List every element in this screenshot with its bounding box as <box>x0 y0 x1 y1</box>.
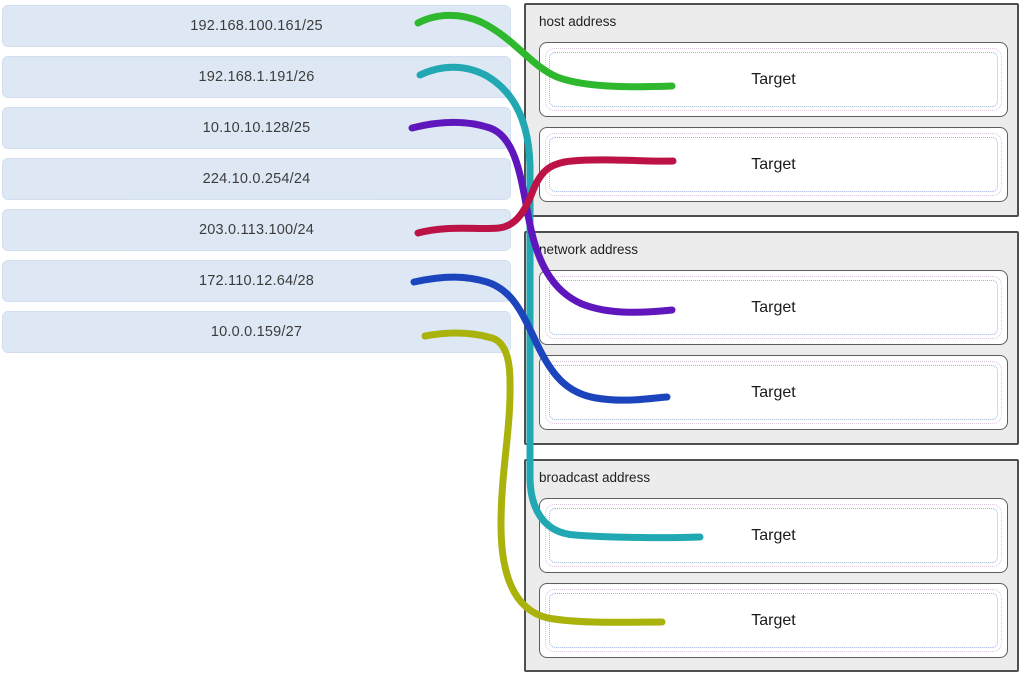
drop-target-broadcast-1[interactable]: Target <box>539 498 1008 573</box>
target-dotted-outline: Target <box>545 133 1002 196</box>
address-item-192-168-100-161[interactable]: 192.168.100.161/25 <box>2 5 511 47</box>
group-broadcast-address: broadcast address Target Target <box>524 459 1019 672</box>
drop-target-host-1[interactable]: Target <box>539 42 1008 117</box>
group-host-address: host address Target Target <box>524 3 1019 217</box>
group-label: host address <box>539 14 617 29</box>
address-item-203-0-113-100[interactable]: 203.0.113.100/24 <box>2 209 511 251</box>
drop-target-network-1[interactable]: Target <box>539 270 1008 345</box>
address-item-224-10-0-254[interactable]: 224.10.0.254/24 <box>2 158 511 200</box>
target-drop-zone: Target <box>549 365 998 420</box>
drop-target-network-2[interactable]: Target <box>539 355 1008 430</box>
drop-target-host-2[interactable]: Target <box>539 127 1008 202</box>
target-drop-zone: Target <box>549 593 998 648</box>
target-drop-zone: Target <box>549 508 998 563</box>
address-item-10-0-0-159[interactable]: 10.0.0.159/27 <box>2 311 511 353</box>
address-item-10-10-10-128[interactable]: 10.10.10.128/25 <box>2 107 511 149</box>
group-network-address: network address Target Target <box>524 231 1019 445</box>
target-drop-zone: Target <box>549 280 998 335</box>
target-dotted-outline: Target <box>545 48 1002 111</box>
target-dotted-outline: Target <box>545 361 1002 424</box>
target-dotted-outline: Target <box>545 504 1002 567</box>
drop-target-broadcast-2[interactable]: Target <box>539 583 1008 658</box>
target-dotted-outline: Target <box>545 589 1002 652</box>
address-item-192-168-1-191[interactable]: 192.168.1.191/26 <box>2 56 511 98</box>
group-label: broadcast address <box>539 470 651 485</box>
group-label: network address <box>539 242 639 257</box>
target-drop-zone: Target <box>549 137 998 192</box>
target-dotted-outline: Target <box>545 276 1002 339</box>
target-drop-zone: Target <box>549 52 998 107</box>
address-item-172-110-12-64[interactable]: 172.110.12.64/28 <box>2 260 511 302</box>
